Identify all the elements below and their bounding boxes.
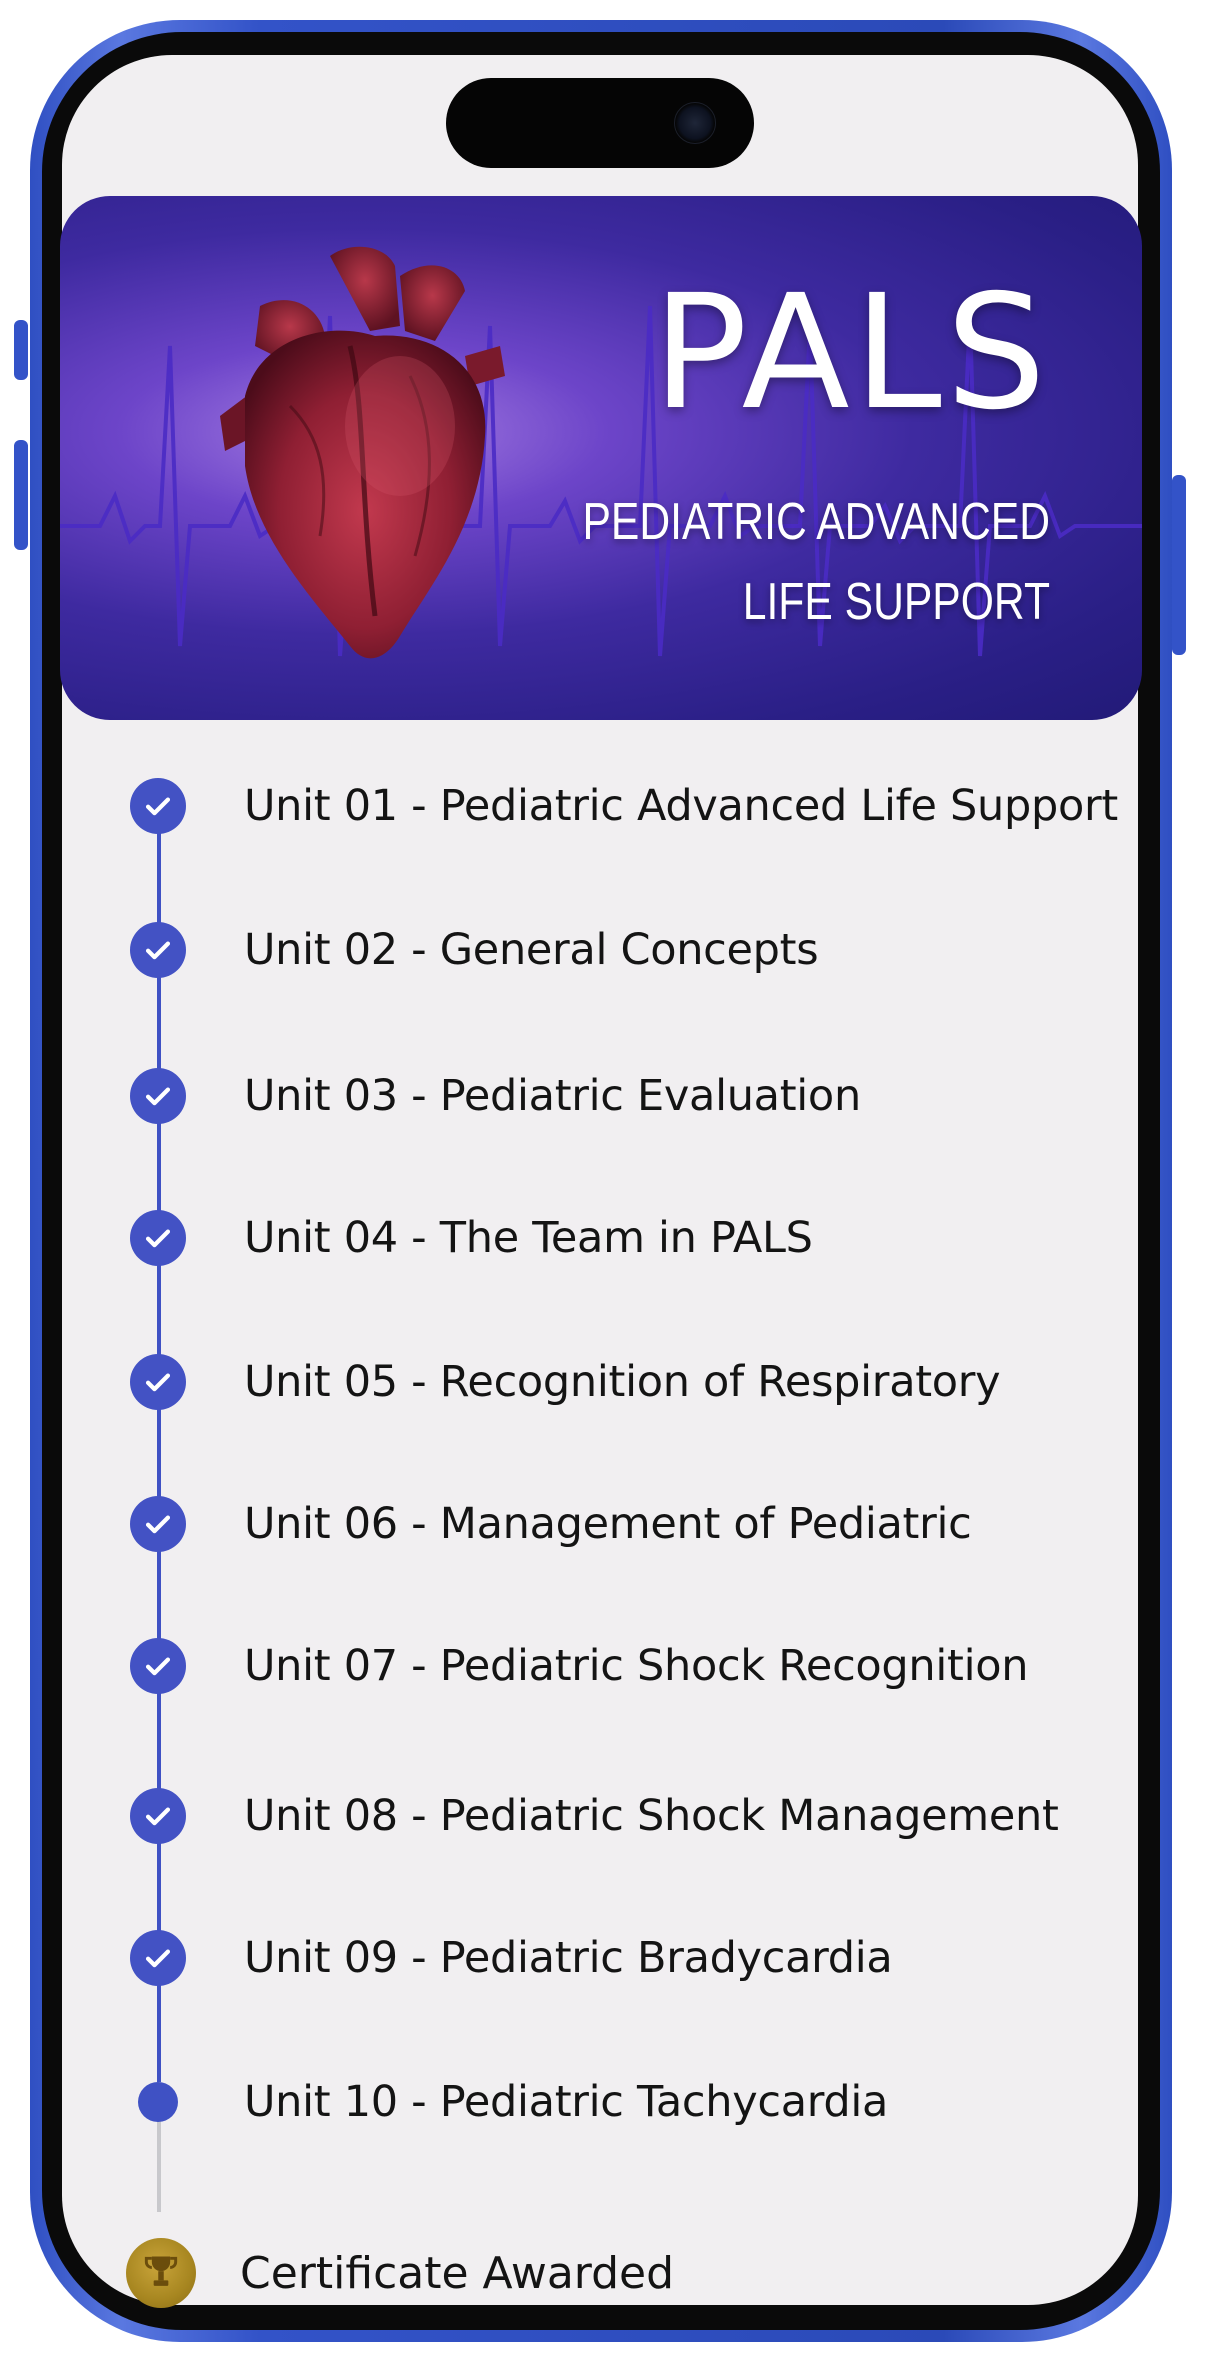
timeline-remaining-line bbox=[157, 2082, 161, 2212]
check-icon bbox=[130, 1788, 186, 1844]
heart-illustration-icon bbox=[220, 246, 505, 659]
unit-item-07[interactable]: Unit 07 - Pediatric Shock Recognition bbox=[130, 1636, 1029, 1696]
unit-item-01[interactable]: Unit 01 - Pediatric Advanced Life Suppor… bbox=[130, 776, 1118, 836]
unit-item-10[interactable]: Unit 10 - Pediatric Tachycardia bbox=[130, 2072, 888, 2132]
unit-item-08[interactable]: Unit 08 - Pediatric Shock Management bbox=[130, 1786, 1059, 1846]
timeline-progress-line bbox=[157, 790, 161, 2082]
banner-subtitle-line1: PEDIATRIC ADVANCED bbox=[582, 493, 1050, 551]
check-icon bbox=[130, 778, 186, 834]
volume-down-button bbox=[14, 440, 28, 550]
unit-item-06[interactable]: Unit 06 - Management of Pediatric bbox=[130, 1494, 972, 1554]
unit-label: Unit 07 - Pediatric Shock Recognition bbox=[244, 1641, 1029, 1691]
unit-label: Unit 05 - Recognition of Respiratory bbox=[244, 1357, 1001, 1407]
unit-label: Unit 01 - Pediatric Advanced Life Suppor… bbox=[244, 781, 1118, 831]
banner-subtitle-line2: LIFE SUPPORT bbox=[742, 573, 1050, 631]
banner-title: PALS bbox=[652, 261, 1050, 445]
volume-up-button bbox=[14, 320, 28, 380]
unit-label: Unit 03 - Pediatric Evaluation bbox=[244, 1071, 861, 1121]
ekg-line-icon bbox=[60, 305, 1142, 657]
certificate-label[interactable]: Certificate Awarded bbox=[240, 2248, 675, 2299]
unit-label: Unit 09 - Pediatric Bradycardia bbox=[244, 1933, 893, 1983]
check-icon bbox=[130, 1210, 186, 1266]
unit-item-09[interactable]: Unit 09 - Pediatric Bradycardia bbox=[130, 1928, 893, 1988]
unit-item-04[interactable]: Unit 04 - The Team in PALS bbox=[130, 1208, 813, 1268]
unit-item-03[interactable]: Unit 03 - Pediatric Evaluation bbox=[130, 1066, 861, 1126]
dynamic-island bbox=[446, 78, 754, 168]
current-progress-dot-icon bbox=[138, 2082, 178, 2122]
check-icon bbox=[130, 1068, 186, 1124]
course-banner: PALS PEDIATRIC ADVANCED LIFE SUPPORT bbox=[60, 196, 1142, 720]
check-icon bbox=[130, 1930, 186, 1986]
check-icon bbox=[130, 1496, 186, 1552]
camera-icon bbox=[674, 102, 716, 144]
check-icon bbox=[130, 922, 186, 978]
unit-label: Unit 10 - Pediatric Tachycardia bbox=[244, 2077, 889, 2127]
unit-label: Unit 08 - Pediatric Shock Management bbox=[244, 1791, 1059, 1841]
unit-label: Unit 06 - Management of Pediatric bbox=[244, 1499, 972, 1549]
power-button bbox=[1172, 475, 1186, 655]
check-icon bbox=[130, 1354, 186, 1410]
trophy-icon bbox=[126, 2238, 196, 2308]
unit-label: Unit 02 - General Concepts bbox=[244, 925, 819, 975]
unit-item-02[interactable]: Unit 02 - General Concepts bbox=[130, 920, 819, 980]
unit-item-05[interactable]: Unit 05 - Recognition of Respiratory bbox=[130, 1352, 1001, 1412]
unit-label: Unit 04 - The Team in PALS bbox=[244, 1213, 813, 1263]
check-icon bbox=[130, 1638, 186, 1694]
